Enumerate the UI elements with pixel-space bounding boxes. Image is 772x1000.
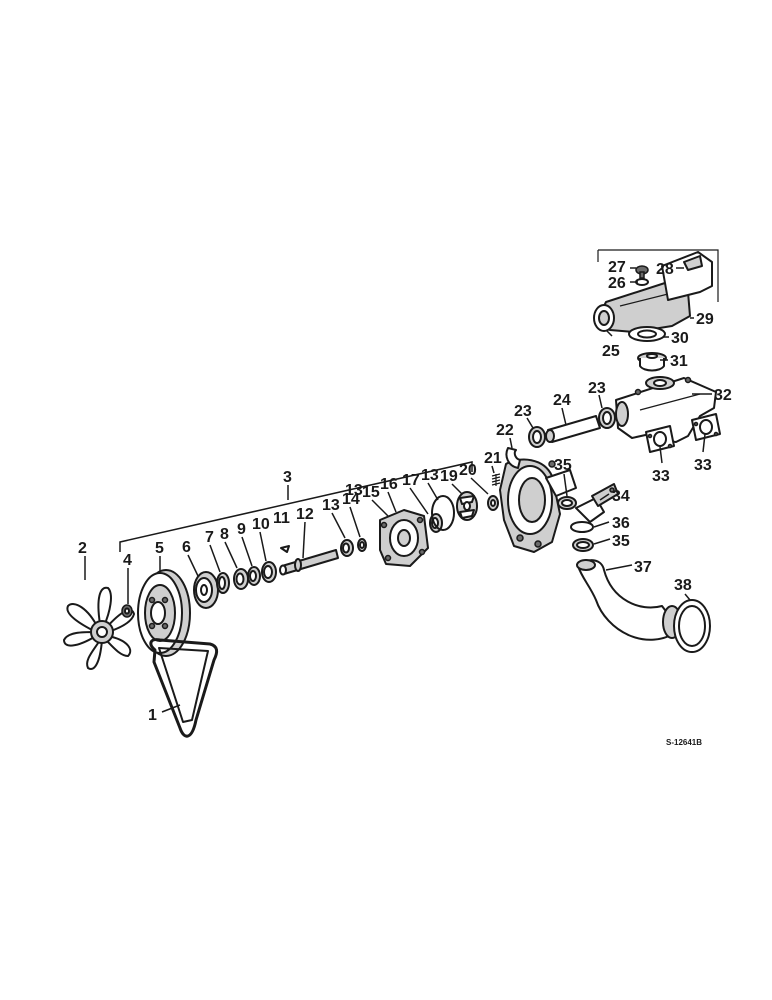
callout-22: 22	[496, 422, 514, 439]
callout-19: 19	[440, 468, 458, 485]
seal-ring-upper	[557, 496, 577, 510]
gasket-left	[645, 425, 675, 453]
callout-6: 6	[182, 539, 191, 556]
gasket-ring	[431, 495, 455, 531]
callout-35b: 35	[612, 533, 630, 550]
bearing-10	[261, 561, 277, 583]
water-manifold	[615, 376, 717, 443]
callout-1: 1	[148, 707, 157, 724]
oring-36	[570, 521, 594, 533]
callout-24: 24	[553, 392, 571, 409]
callout-37: 37	[634, 559, 652, 576]
leader-lines	[84, 267, 712, 713]
fan-blade-assembly	[63, 586, 135, 670]
inlet-elbow-tube	[576, 559, 682, 641]
callout-38: 38	[674, 577, 692, 594]
callout-11: 11	[273, 510, 290, 527]
washer-20	[487, 495, 499, 511]
hose-clamp-left	[528, 426, 546, 448]
callout-13a: 13	[322, 497, 340, 514]
bolt-27	[635, 265, 649, 279]
pump-body	[379, 509, 429, 567]
hose-clamp-right	[598, 407, 616, 429]
seal-ring-lower	[572, 538, 594, 552]
callout-15: 15	[362, 484, 380, 501]
seal-ring-9	[247, 566, 261, 586]
callout-25: 25	[602, 343, 620, 360]
nut	[121, 604, 133, 618]
callout-29: 29	[696, 311, 714, 328]
hub	[193, 571, 219, 609]
callout-2: 2	[78, 540, 87, 557]
callout-27: 27	[608, 259, 626, 276]
callout-8: 8	[220, 526, 229, 543]
callout-21: 21	[484, 450, 502, 467]
gasket-right	[691, 413, 721, 441]
bypass-elbow	[575, 483, 619, 523]
callout-23b: 23	[588, 380, 606, 397]
seal-ring-7	[216, 572, 230, 594]
callout-3: 3	[283, 469, 292, 486]
pump-shaft	[279, 549, 339, 576]
callout-13c: 13	[421, 467, 439, 484]
detail-inset	[597, 249, 719, 302]
bearing-8	[233, 568, 249, 590]
callout-13b: 13	[345, 482, 363, 499]
callout-35a: 35	[554, 457, 572, 474]
stud-bolt	[491, 473, 501, 486]
impeller	[456, 491, 478, 521]
callout-28: 28	[656, 261, 674, 278]
callout-10: 10	[252, 516, 270, 533]
callout-9: 9	[237, 521, 246, 538]
callout-33a: 33	[652, 468, 670, 485]
seal-13	[340, 539, 354, 557]
outlet-gasket	[673, 599, 711, 653]
callout-12: 12	[296, 506, 314, 523]
bypass-hose	[505, 447, 521, 469]
callout-31: 31	[670, 353, 688, 370]
callout-4: 4	[123, 552, 132, 569]
callout-33b: 33	[694, 457, 712, 474]
callout-16: 16	[380, 476, 398, 493]
callout-26: 26	[608, 275, 626, 292]
callout-20: 20	[459, 462, 477, 479]
callout-17: 17	[402, 472, 420, 489]
callout-34: 34	[612, 488, 630, 505]
callout-14: 14	[342, 491, 360, 508]
washer-14	[357, 538, 367, 552]
callout-32: 32	[714, 387, 732, 404]
water-hose	[545, 415, 601, 443]
callout-23a: 23	[514, 403, 532, 420]
woodruff-key	[280, 545, 290, 553]
pump-housing	[499, 458, 577, 553]
callout-36: 36	[612, 515, 630, 532]
callout-7: 7	[205, 529, 214, 546]
drawing-code: S-12641B	[666, 738, 702, 747]
thermostat-gasket	[628, 326, 666, 342]
group-bracket	[119, 461, 473, 552]
v-belt	[149, 638, 219, 738]
callout-5: 5	[155, 540, 164, 557]
callout-30: 30	[671, 330, 689, 347]
thermostat	[637, 352, 667, 372]
callout-labels: 1 2 3 4 5 6 7 8 9 10 11 12 13 13 14 15 1…	[78, 259, 732, 747]
